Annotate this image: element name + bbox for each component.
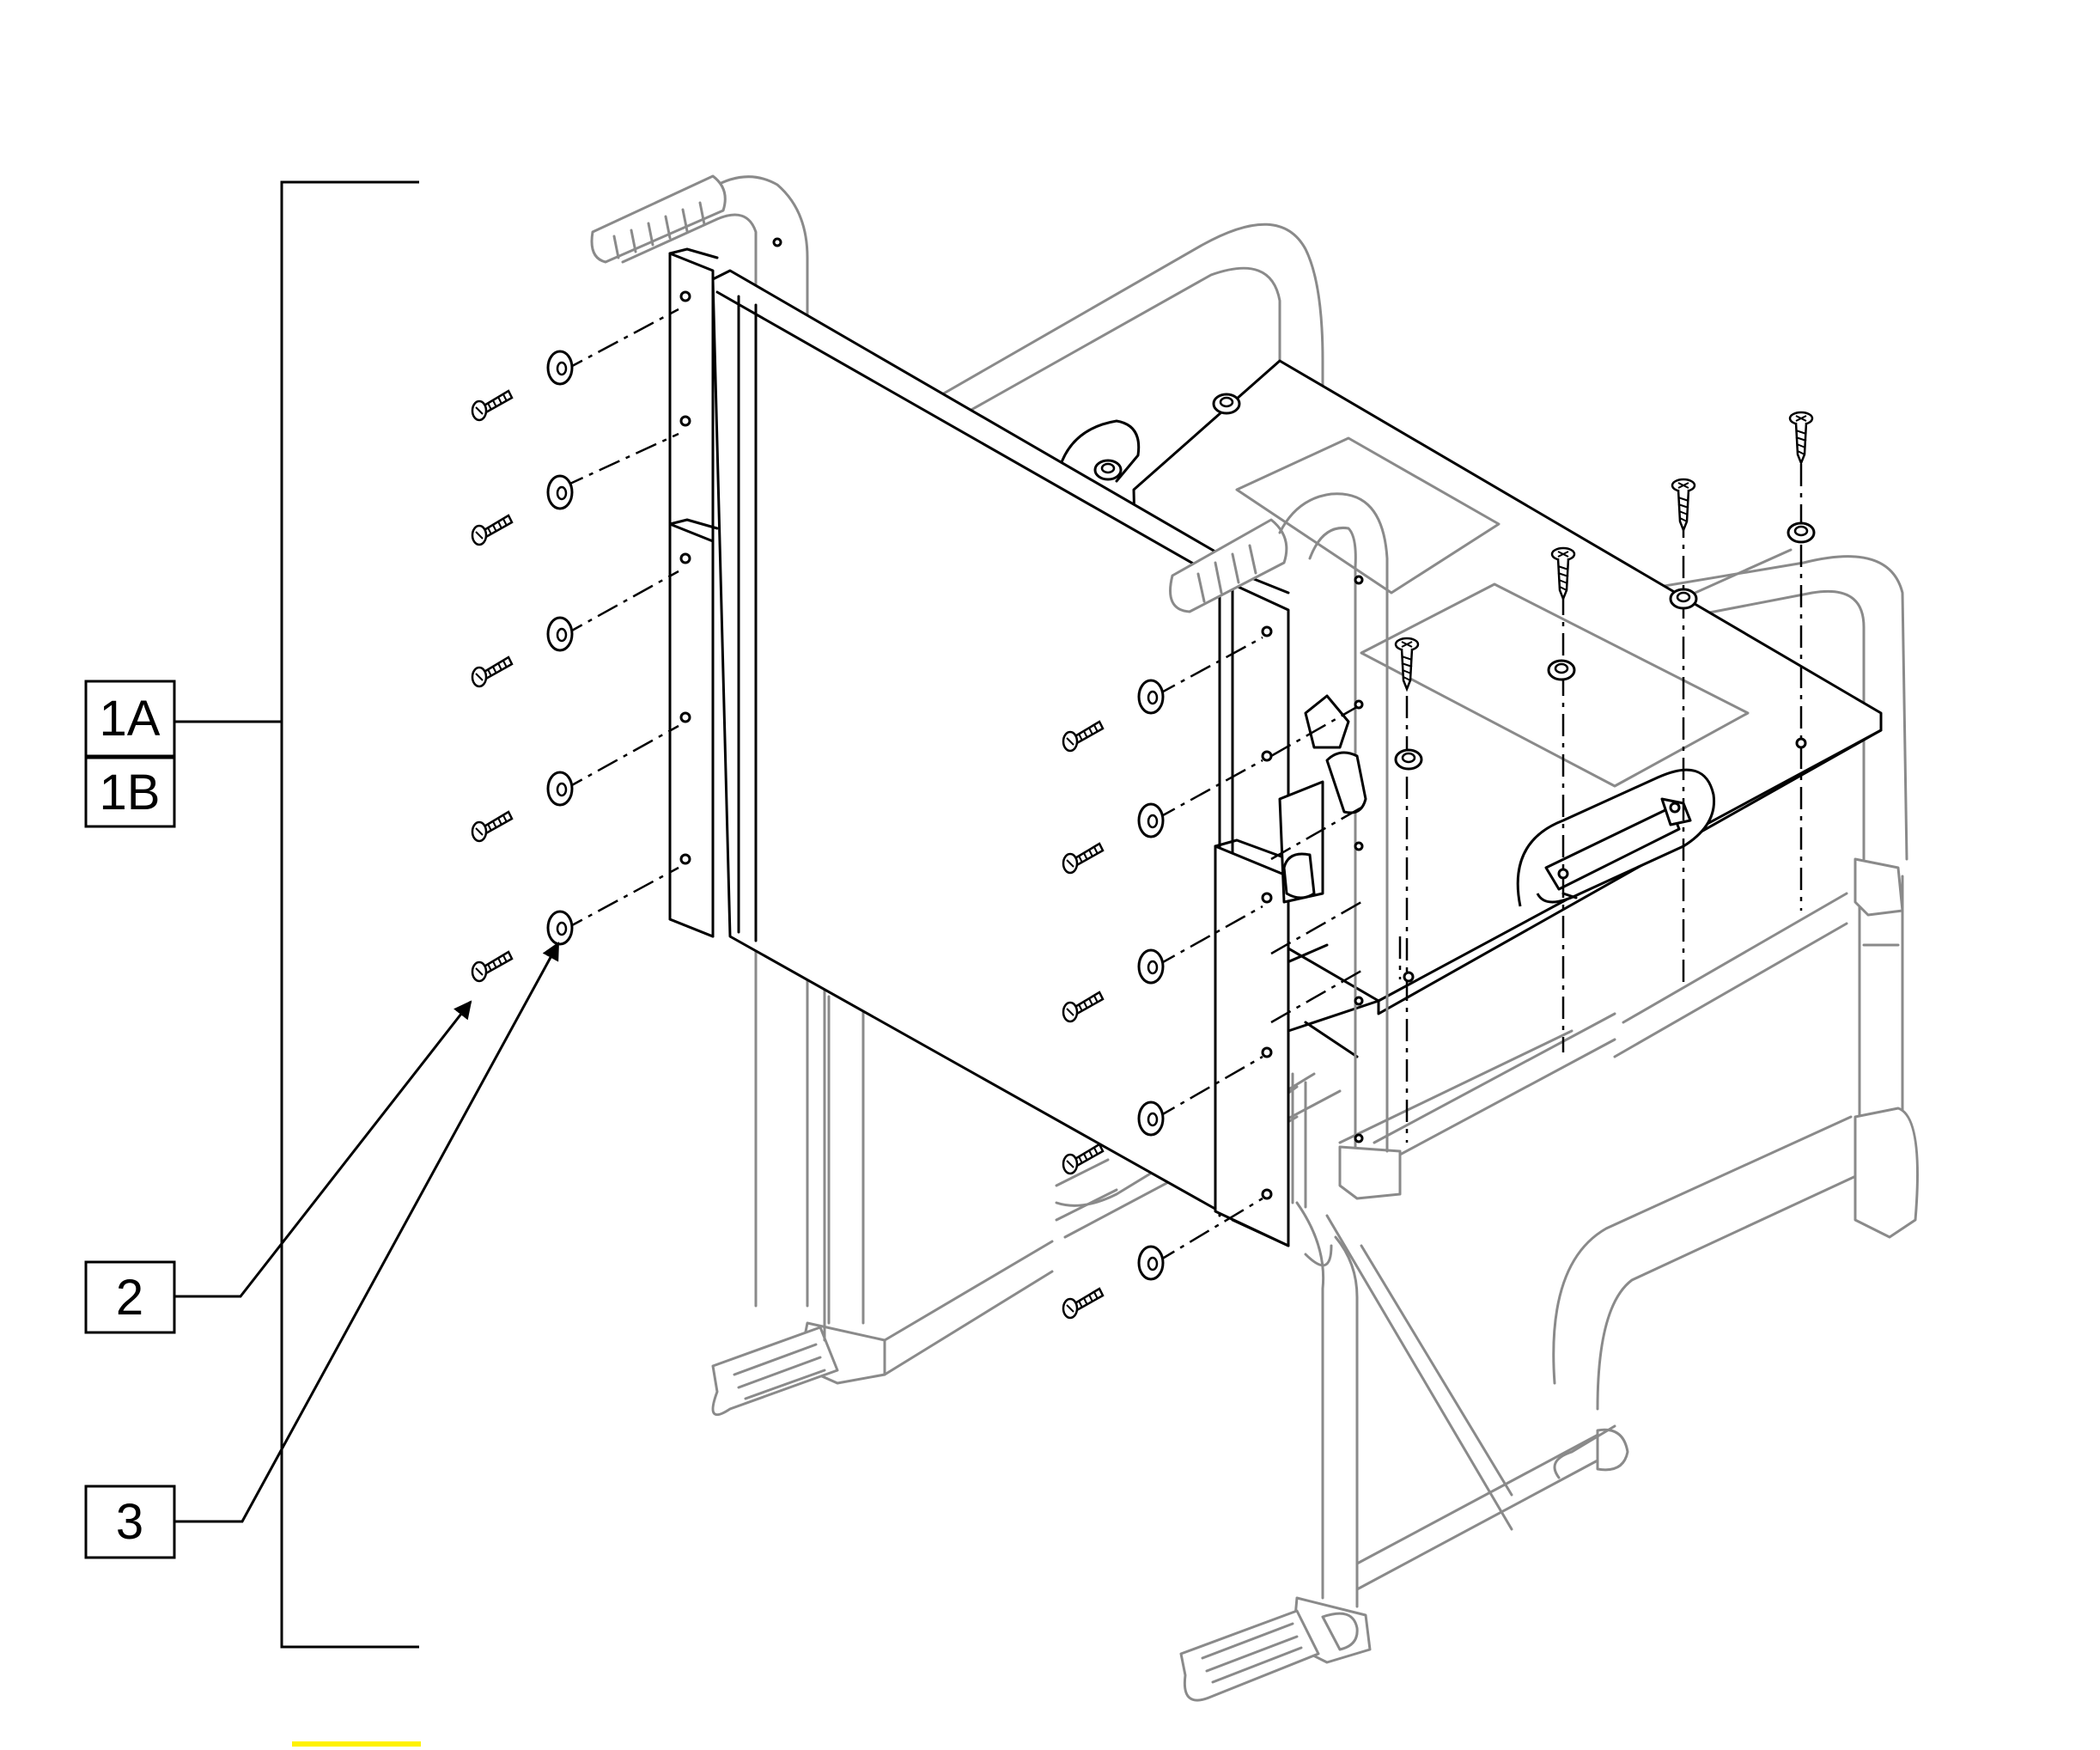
callout-1a-label: 1A [100,691,161,747]
wheelchair-frame [590,174,1919,1702]
back-panel [668,247,1221,1213]
seat-hardware [1093,393,1816,1143]
leader-item-2 [174,1000,472,1298]
callout-3-label: 3 [116,1494,143,1550]
callout-bracket [174,180,419,1649]
callout-1b: 1B [84,756,176,828]
callout-1b-label: 1B [100,765,161,820]
callout-2: 2 [84,1260,176,1334]
callout-1a: 1A [84,680,176,758]
left-hardware [471,237,782,983]
callout-3: 3 [84,1485,176,1559]
leader-item-3 [174,942,560,1523]
callout-2-label: 2 [116,1270,143,1326]
highlight-marker [292,1741,421,1747]
front-rails [1169,492,1389,1247]
right-hardware [1062,575,1364,1320]
